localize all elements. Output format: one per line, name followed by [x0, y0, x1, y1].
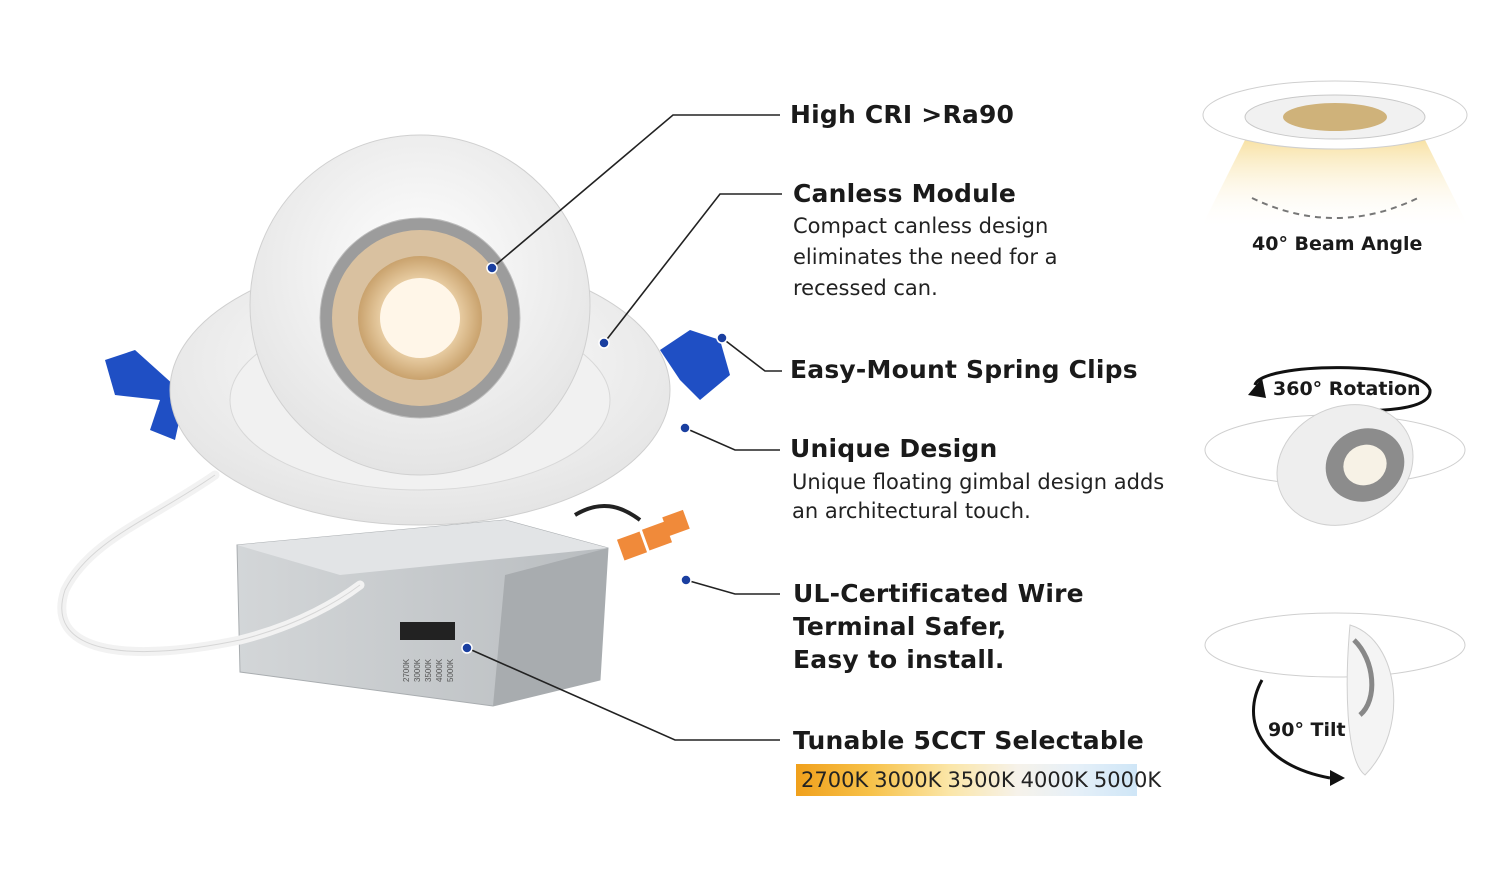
cct-3000: 3000K	[874, 768, 942, 792]
rotation-label: 360° Rotation	[1273, 378, 1421, 400]
feature-canless-title: Canless Module	[793, 179, 1017, 208]
cct-2700: 2700K	[801, 768, 869, 792]
box-label-3000: 3000K	[413, 658, 422, 682]
cct-switch	[400, 622, 455, 640]
cct-4000: 4000K	[1020, 768, 1088, 792]
spring-clips	[105, 330, 730, 440]
feature-ul-wire-title-2: Terminal Safer,	[793, 612, 1007, 641]
feature-cct-title: Tunable 5CCT Selectable	[793, 726, 1144, 755]
box-cct-labels: 2700K 3000K 3500K 4000K 5000K	[402, 658, 455, 682]
cct-color-bar: 2700K 3000K 3500K 4000K 5000K	[796, 764, 1161, 796]
feature-canless-desc-3: recessed can.	[793, 276, 938, 300]
beam-angle-panel	[1200, 80, 1470, 230]
callout-lines	[466, 114, 782, 741]
callout-dots	[461, 262, 728, 654]
rotation-panel	[1204, 366, 1466, 526]
feature-canless-desc-2: eliminates the need for a	[793, 245, 1058, 269]
wire-connectors	[573, 503, 690, 561]
cct-5000: 5000K	[1093, 768, 1162, 792]
feature-unique-design-desc-2: an architectural touch.	[792, 499, 1031, 523]
cct-3500: 3500K	[947, 768, 1015, 792]
junction-box	[236, 519, 609, 707]
feature-unique-design-desc-1: Unique floating gimbal design adds	[792, 470, 1165, 494]
feature-ul-wire-title-1: UL-Certificated Wire	[793, 579, 1084, 608]
feature-unique-design-title: Unique Design	[790, 434, 998, 463]
feature-ul-wire-title-3: Easy to install.	[793, 645, 1005, 674]
tilt-panel	[1204, 612, 1466, 786]
box-label-5000: 5000K	[446, 658, 455, 682]
feature-spring-clips-title: Easy-Mount Spring Clips	[790, 355, 1138, 384]
beam-angle-label: 40° Beam Angle	[1252, 233, 1423, 255]
box-label-3500: 3500K	[424, 658, 433, 682]
feature-high-cri-title: High CRI >Ra90	[790, 100, 1015, 129]
box-label-4000: 4000K	[435, 658, 444, 682]
feature-canless-desc-1: Compact canless design	[793, 214, 1049, 238]
tilt-label: 90° Tilt	[1268, 719, 1346, 741]
box-label-2700: 2700K	[402, 658, 411, 682]
